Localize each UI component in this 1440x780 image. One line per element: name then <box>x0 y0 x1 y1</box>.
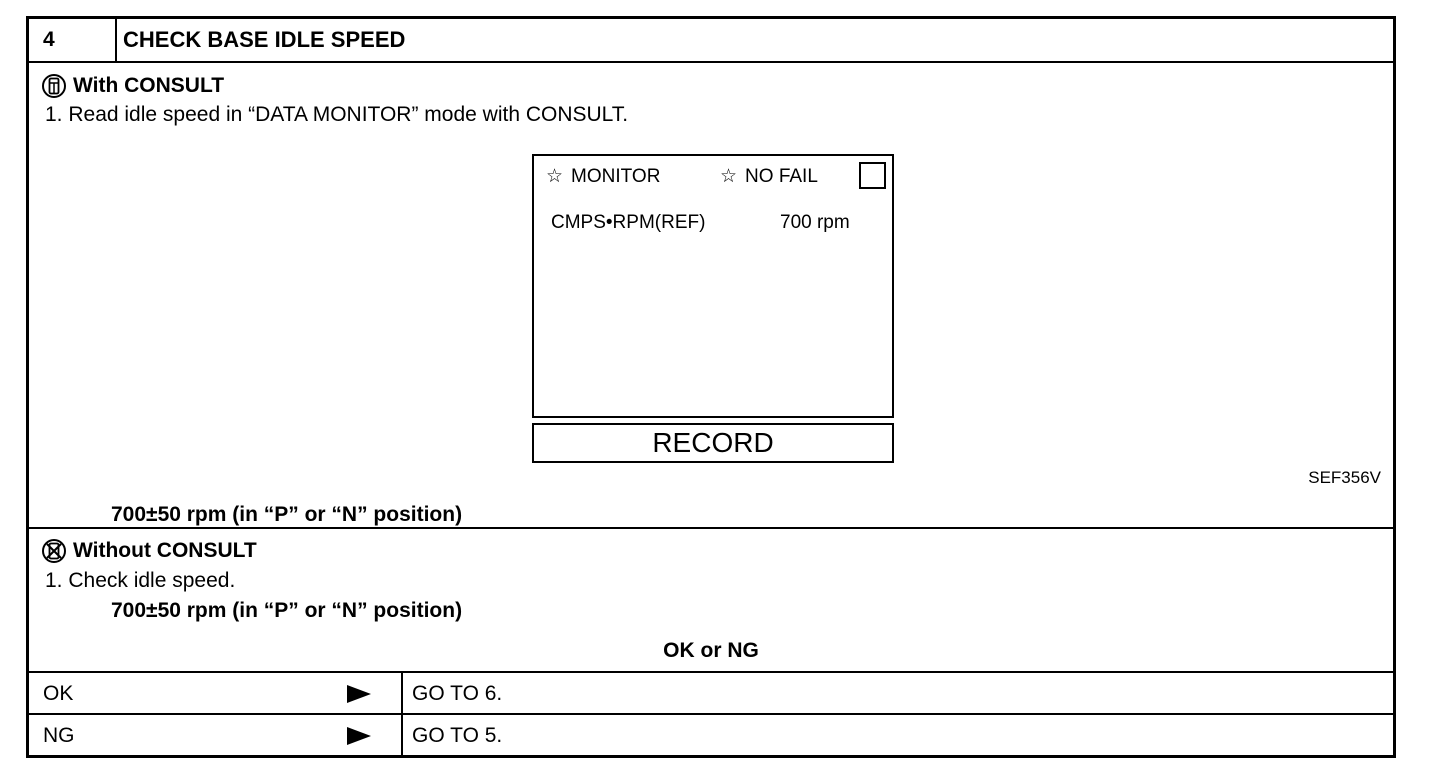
without-consult-step-1: 1. Check idle speed. <box>45 569 236 592</box>
procedure-table: 4 CHECK BASE IDLE SPEED With CONSULT 1. … <box>26 16 1396 758</box>
with-consult-heading: With CONSULT <box>41 73 224 99</box>
result-label: NG <box>43 724 75 747</box>
result-action: GO TO 6. <box>412 682 503 705</box>
param-name: CMPS•RPM(REF) <box>551 212 706 233</box>
star-icon: ☆ <box>720 166 738 187</box>
figure-id: SEF356V <box>1308 468 1381 487</box>
column-divider <box>401 673 403 713</box>
result-row-ng: NG GO TO 5. <box>29 715 1393 757</box>
monitor-label: MONITOR <box>571 165 661 187</box>
record-button: RECORD <box>532 423 894 463</box>
step-title: CHECK BASE IDLE SPEED <box>123 27 406 52</box>
without-consult-spec: 700±50 rpm (in “P” or “N” position) <box>111 599 463 622</box>
result-action: GO TO 5. <box>412 724 503 747</box>
consult-screen: ☆ MONITOR ☆ NO FAIL CMPS•RPM(REF) 700 rp… <box>532 154 894 418</box>
no-fail-label: NO FAIL <box>745 165 818 187</box>
consult-tool-icon <box>42 74 66 98</box>
ok-or-ng-label: OK or NG <box>663 639 759 662</box>
no-fail-checkbox <box>859 162 886 189</box>
step-number: 4 <box>29 19 117 61</box>
monitor-item: ☆ MONITOR <box>546 165 660 188</box>
with-consult-step-1: 1. Read idle speed in “DATA MONITOR” mod… <box>45 103 629 126</box>
without-consult-heading: Without CONSULT <box>41 538 257 564</box>
arrow-right-icon <box>347 685 371 703</box>
without-consult-label: Without CONSULT <box>73 539 257 562</box>
with-consult-section: With CONSULT 1. Read idle speed in “DATA… <box>29 63 1393 529</box>
no-tool-icon <box>42 539 66 563</box>
step-header: 4 CHECK BASE IDLE SPEED <box>29 19 1393 63</box>
without-consult-section: Without CONSULT 1. Check idle speed. 700… <box>29 529 1393 673</box>
param-value: 700 rpm <box>780 212 850 233</box>
arrow-right-icon <box>347 727 371 745</box>
result-label: OK <box>43 682 74 705</box>
with-consult-label: With CONSULT <box>73 74 225 97</box>
with-consult-spec: 700±50 rpm (in “P” or “N” position) <box>111 503 463 526</box>
result-row-ok: OK GO TO 6. <box>29 673 1393 715</box>
star-icon: ☆ <box>546 166 564 187</box>
no-fail-item: ☆ NO FAIL <box>720 165 818 188</box>
column-divider <box>401 715 403 757</box>
